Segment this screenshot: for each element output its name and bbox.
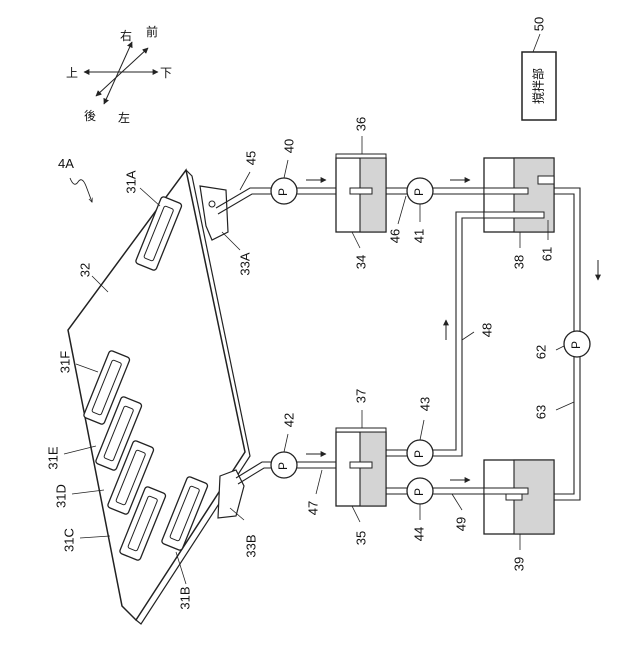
ref31A-leader [140,188,160,206]
ref47-label: 47 [305,501,320,515]
dir-down-label: 下 [160,66,172,80]
ref48-label: 48 [479,323,494,337]
ref50-leader [533,34,540,52]
dir-left-label: 左 [118,110,130,125]
ref31A-label: 31A [123,170,138,193]
stirrer-label: 撹拌部 [531,68,546,104]
ref62-label: 62 [533,345,548,359]
pump-40-letter: P [276,188,290,196]
ref36-label: 36 [353,117,368,131]
pump-40: P [271,178,297,204]
pump-43-letter: P [412,450,426,458]
ref35-leader [352,506,360,522]
ref37-label: 37 [353,389,368,403]
pump-43: P [407,440,433,466]
ref40-label: 40 [281,139,296,153]
ref42-label: 42 [281,413,296,427]
pump-62-letter: P [569,341,583,349]
ref33A-label: 33A [237,252,252,275]
pump-44: P [407,478,433,504]
tank-35-37 [336,428,386,506]
tank-34-36 [336,154,386,232]
ref45-leader [240,172,250,190]
figure-label: 4A [58,156,74,171]
sub-tank-33B [218,470,244,518]
ref31B-label: 31B [177,586,192,609]
dir-back-label: 後 [84,109,96,123]
dir-right-label: 右 [120,28,132,43]
ref39-label: 39 [511,557,526,571]
compass-right-left-axis [104,42,132,104]
ref49-label: 49 [453,517,468,531]
figure-label-leader [70,178,92,202]
ref45-label: 45 [243,151,258,165]
direction-compass [84,42,158,104]
ref31F-label: 31F [57,351,72,373]
tank-39 [484,460,554,534]
ref62-leader [556,346,564,350]
ref38-label: 38 [511,255,526,269]
ref43-label: 43 [417,397,432,411]
ref31D-label: 31D [53,484,68,508]
tank-38 [484,158,554,232]
ref32-label: 32 [77,263,92,277]
dir-up-label: 上 [66,66,78,80]
ref47-leader [316,470,322,494]
pump-62: P [564,331,590,357]
ref63-leader [556,402,574,410]
dir-front-label: 前 [146,24,158,39]
pump-41-letter: P [412,188,426,196]
ref50-label: 50 [531,17,546,31]
ref33B-label: 33B [243,534,258,557]
ref31C-label: 31C [61,528,76,552]
ref31C-leader [80,536,110,538]
sub-tank-33A [200,186,228,240]
ref31E-label: 31E [45,446,60,469]
ref34-leader [352,232,360,248]
ref35-label: 35 [353,531,368,545]
ref46-leader [398,196,406,224]
pump-44-letter: P [412,488,426,496]
ref41-label: 41 [411,229,426,243]
ref48-leader [462,332,474,340]
ref42-leader [284,434,288,452]
tube-61-inlet [538,176,554,184]
ref63-label: 63 [533,405,548,419]
ref33A-leader [222,232,240,250]
ref44-label: 44 [411,527,426,541]
pump-41: P [407,178,433,204]
ref46-label: 46 [387,229,402,243]
ref49-leader [452,494,462,510]
ref34-label: 34 [353,255,368,269]
ref43-leader [420,420,424,440]
pump-42-letter: P [276,462,290,470]
ref61-label: 61 [539,247,554,261]
pump-42: P [271,452,297,478]
ref40-leader [284,160,288,178]
